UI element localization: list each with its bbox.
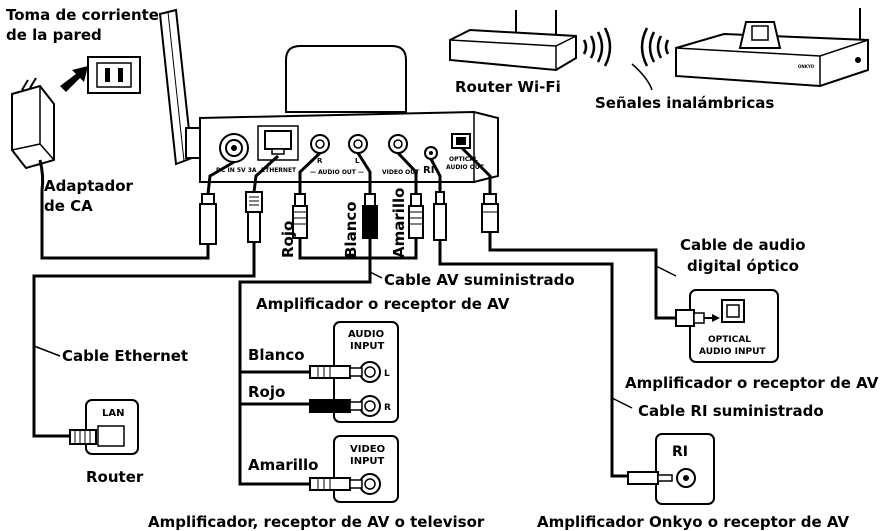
amarillo-left-label: Amarillo — [248, 456, 319, 474]
optical-cable — [488, 232, 676, 320]
video-input-label-2: INPUT — [350, 456, 385, 467]
av-amp-right-label: Amplificador o receptor de AV — [625, 374, 879, 392]
wireless-signals-label: Señales inalámbricas — [595, 94, 774, 112]
ri-cable-leader — [611, 397, 633, 409]
video-out-label: VIDEO OUT — [382, 169, 420, 176]
lan-router-panel — [69, 399, 139, 455]
dc-plug — [199, 160, 235, 245]
audio-input-label-2: INPUT — [350, 341, 385, 352]
signals-leader-line — [631, 63, 653, 91]
optical-cable-leader — [655, 265, 677, 277]
wifi-router-icon — [449, 10, 577, 72]
wall-outlet — [87, 56, 141, 94]
optical-out-label-2: AUDIO OUT — [446, 164, 485, 171]
optical-input-panel — [675, 289, 779, 363]
speaker-dock-icon — [675, 8, 869, 88]
router-label: Router — [86, 468, 144, 486]
ri-input-label: RI — [672, 444, 688, 460]
audio-input-label-1: AUDIO — [348, 329, 384, 340]
optical-out-label-1: OPTICAL — [449, 156, 478, 163]
ri-port-label: RI — [423, 165, 434, 176]
rojo-label: Rojo — [279, 221, 297, 258]
ac-adapter-cable — [40, 190, 210, 260]
ethernet-cable — [32, 242, 256, 438]
optical-cable-label-1: Cable de audio — [680, 236, 806, 254]
ri-cable-label: Cable RI suministrado — [638, 402, 824, 420]
ac-adapter-icon — [11, 77, 55, 191]
ethernet-cable-leader — [33, 345, 61, 357]
wireless-signal-icon — [582, 27, 670, 67]
rca-plug-white-inserted — [309, 365, 363, 379]
av-amp-top-label: Amplificador o receptor de AV — [256, 295, 510, 313]
ethernet-port-label: ETHERNET — [261, 167, 297, 174]
audio-input-l-label: L — [384, 369, 390, 379]
optical-input-label-1: OPTICAL — [708, 335, 751, 345]
dc-in-label: DC IN 5V 3A — [216, 167, 257, 174]
bottom-right-label: Amplificador Onkyo o receptor de AV — [537, 513, 849, 531]
plug-arrow-icon — [60, 66, 88, 92]
video-input-label-1: VIDEO — [350, 444, 385, 455]
lan-label: LAN — [102, 408, 124, 419]
rojo-left-label: Rojo — [248, 383, 285, 401]
audio-r-label: R — [317, 157, 323, 165]
amarillo-label: Amarillo — [390, 188, 408, 259]
av-cable-leader — [369, 271, 383, 279]
streaming-device — [158, 8, 499, 183]
rca-plug-yellow — [396, 151, 424, 239]
av-cable-label: Cable AV suministrado — [384, 271, 575, 289]
bottom-left-label: Amplificador, receptor de AV o televisor — [148, 513, 485, 531]
ethernet-plug — [245, 154, 280, 243]
rca-plug-yellow-inserted — [309, 477, 363, 491]
ac-adapter-label-2: de CA — [44, 197, 93, 215]
wall-outlet-label-1: Toma de corriente — [6, 6, 159, 24]
optical-input-label-2: AUDIO INPUT — [699, 347, 766, 357]
audio-input-r-label: R — [384, 403, 391, 413]
av-cable-to-receiver — [238, 258, 372, 486]
speaker-brand-label: ONKYO — [798, 64, 815, 69]
rca-plug-red-inserted — [309, 399, 363, 413]
optical-cable-label-2: digital óptico — [687, 257, 799, 275]
rca-plug-red — [292, 151, 322, 239]
ri-input-panel — [627, 433, 715, 505]
ri-plug — [429, 158, 447, 241]
audio-out-label: — AUDIO OUT — — [310, 169, 364, 176]
ri-cable — [438, 240, 632, 478]
ethernet-cable-label: Cable Ethernet — [62, 347, 188, 365]
av-cable-bundle — [298, 238, 418, 260]
wall-outlet-label-2: de la pared — [6, 26, 102, 44]
blanco-label: Blanco — [342, 201, 360, 258]
audio-l-label: L — [355, 157, 360, 165]
wifi-router-label: Router Wi-Fi — [455, 78, 561, 96]
blanco-left-label: Blanco — [248, 346, 305, 364]
ac-adapter-label-1: Adaptador — [44, 177, 134, 195]
